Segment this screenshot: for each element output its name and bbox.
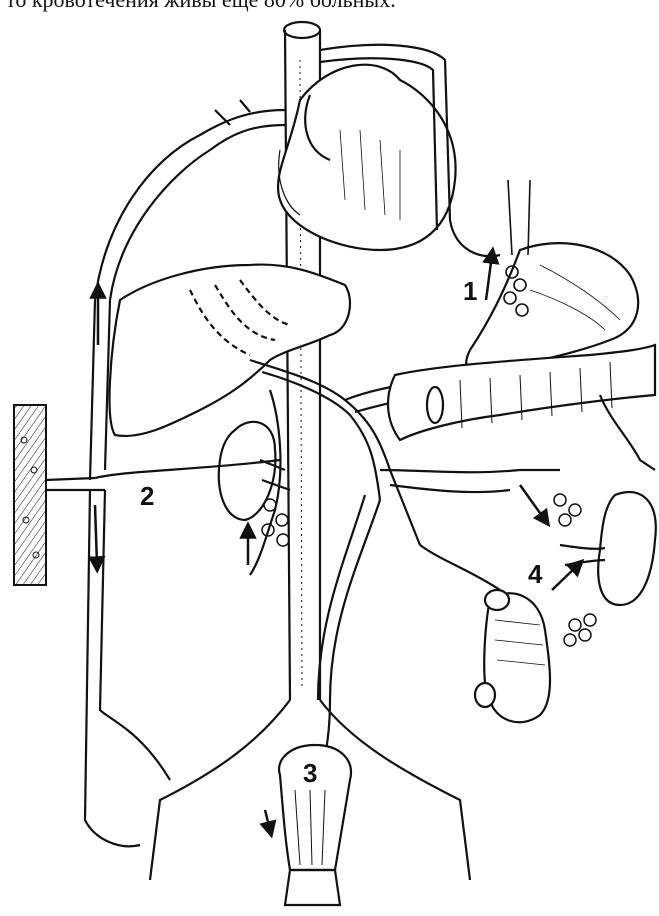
marker-1: 1 (463, 276, 477, 306)
arrow-1 (486, 255, 492, 300)
arrow-2 (95, 505, 97, 565)
liver (110, 265, 350, 436)
sigmoid-colon (475, 590, 550, 722)
marker-4: 4 (528, 559, 543, 589)
transverse-colon (388, 345, 655, 470)
arrow-4b (552, 565, 578, 590)
arrow-3 (265, 810, 270, 830)
marker-3: 3 (303, 758, 317, 788)
kidney-right (560, 492, 656, 605)
marker-2: 2 (140, 481, 154, 511)
renal-varices (554, 494, 596, 646)
arrow-4a (520, 485, 545, 520)
abdominal-wall (14, 405, 46, 585)
heart (278, 65, 456, 250)
